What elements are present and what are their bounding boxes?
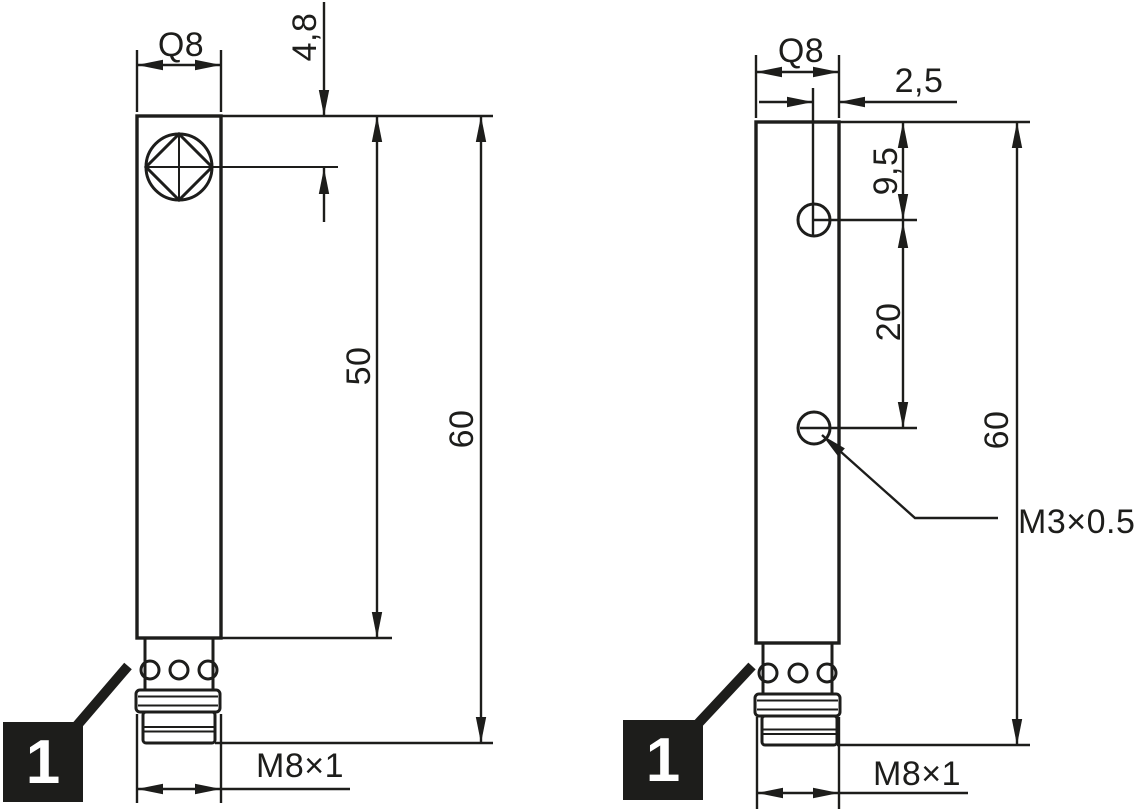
arrowhead xyxy=(1011,719,1023,745)
marker-number: 1 xyxy=(26,728,60,797)
front-dim-face-offset: 4,8 xyxy=(286,2,330,222)
front-body-outline xyxy=(135,114,493,640)
sensing-face-symbol-icon xyxy=(143,131,338,203)
arrowhead xyxy=(813,787,839,799)
knurl-hole xyxy=(816,662,838,684)
dim-label-width: Q8 xyxy=(158,26,204,64)
dim-label-hole-offset: 2,5 xyxy=(895,62,944,100)
front-dim-width: Q8 xyxy=(135,26,223,112)
dim-label-body-length: 50 xyxy=(340,347,378,386)
knurl-hole xyxy=(168,659,190,681)
knurl-hole xyxy=(139,659,161,681)
front-connector xyxy=(134,638,222,745)
side-dim-connector-thread: M8×1 xyxy=(755,717,968,809)
marker-number: 1 xyxy=(646,726,680,795)
side-marker-1: 1 xyxy=(623,662,756,800)
arrowhead xyxy=(475,116,487,142)
marker-box xyxy=(623,720,703,800)
front-dim-total-length: 60 xyxy=(215,116,493,745)
side-body-rect xyxy=(754,120,841,645)
arrowhead xyxy=(371,116,383,142)
dim-label-connector-thread: M8×1 xyxy=(256,747,344,785)
arrowhead xyxy=(897,222,909,248)
arrowhead xyxy=(318,90,330,116)
marker-pointer-line xyxy=(70,662,132,733)
dim-label-total-length: 60 xyxy=(978,411,1016,450)
arrowhead xyxy=(195,783,221,795)
marker-box xyxy=(3,722,83,802)
arrowhead xyxy=(757,787,783,799)
side-dim-total-length: 60 xyxy=(837,122,1030,747)
dim-label-total-length: 60 xyxy=(443,410,481,449)
dim-label-hole-thread: M3×0.5 xyxy=(1018,503,1135,541)
dim-label-connector-thread: M8×1 xyxy=(873,755,961,793)
arrowhead xyxy=(1011,122,1023,148)
side-callout-hole-thread: M3×0.5 xyxy=(818,431,1135,541)
front-dim-connector-thread: M8×1 xyxy=(135,714,350,803)
side-dim-hole-offset: 2,5 xyxy=(759,62,957,108)
side-dim-hole-spacing: 20 xyxy=(870,220,909,428)
connector-collar xyxy=(753,692,842,718)
front-marker-1: 1 xyxy=(3,662,132,802)
front-view: Q8 4,8 50 60 xyxy=(3,2,493,803)
knurl-hole xyxy=(787,662,809,684)
dim-label-hole-spacing: 20 xyxy=(870,303,908,342)
side-dim-width: Q8 xyxy=(754,32,841,118)
knurl-hole xyxy=(757,662,779,684)
side-view: Q8 2,5 9,5 20 xyxy=(623,32,1135,809)
side-body-outline xyxy=(754,88,1030,645)
front-body-rect xyxy=(135,114,223,640)
arrowhead xyxy=(897,194,909,220)
mounting-holes xyxy=(796,202,917,446)
arrowhead xyxy=(371,612,383,638)
arrowhead xyxy=(897,402,909,428)
front-dim-body-length: 50 xyxy=(221,116,392,640)
dim-label-width: Q8 xyxy=(778,32,824,70)
marker-pointer-line xyxy=(690,662,756,732)
arrowhead xyxy=(897,122,909,148)
connector-collar xyxy=(134,688,222,714)
side-connector xyxy=(753,643,842,747)
knurl-hole xyxy=(197,659,219,681)
dim-label-first-hole: 9,5 xyxy=(867,147,905,196)
arrowhead xyxy=(318,168,330,194)
side-dim-first-hole: 9,5 xyxy=(867,122,909,220)
arrowhead xyxy=(137,783,163,795)
arrowhead xyxy=(475,717,487,743)
leader-line xyxy=(821,434,998,520)
arrowhead xyxy=(787,96,813,108)
dim-label-face-offset: 4,8 xyxy=(286,13,324,62)
arrowhead xyxy=(839,96,865,108)
